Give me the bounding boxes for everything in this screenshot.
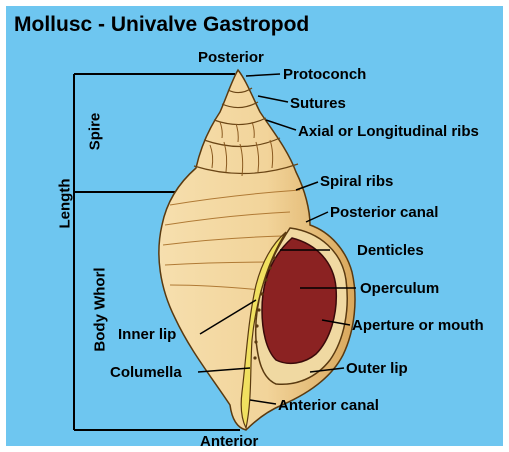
diagram-title: Mollusc - Univalve Gastropod — [14, 14, 309, 35]
axial-ribs-label: Axial or Longitudinal ribs — [298, 124, 479, 139]
posterior-label: Posterior — [198, 50, 264, 65]
posterior-canal-label: Posterior canal — [330, 205, 438, 220]
denticles-label: Denticles — [357, 243, 424, 258]
outer-lip-label: Outer lip — [346, 361, 408, 376]
body-whorl-label: Body Whorl — [93, 267, 108, 351]
aperture-label: Aperture or mouth — [352, 318, 484, 333]
operculum-label: Operculum — [360, 281, 439, 296]
anterior-label: Anterior — [200, 434, 258, 449]
columella-label: Columella — [110, 365, 182, 380]
sutures-label: Sutures — [290, 96, 346, 111]
spiral-ribs-label: Spiral ribs — [320, 174, 393, 189]
anterior-canal-label: Anterior canal — [278, 398, 379, 413]
spire-label: Spire — [87, 113, 102, 151]
inner-lip-label: Inner lip — [118, 327, 176, 342]
protoconch-label: Protoconch — [283, 67, 366, 82]
length-label: Length — [58, 179, 73, 229]
